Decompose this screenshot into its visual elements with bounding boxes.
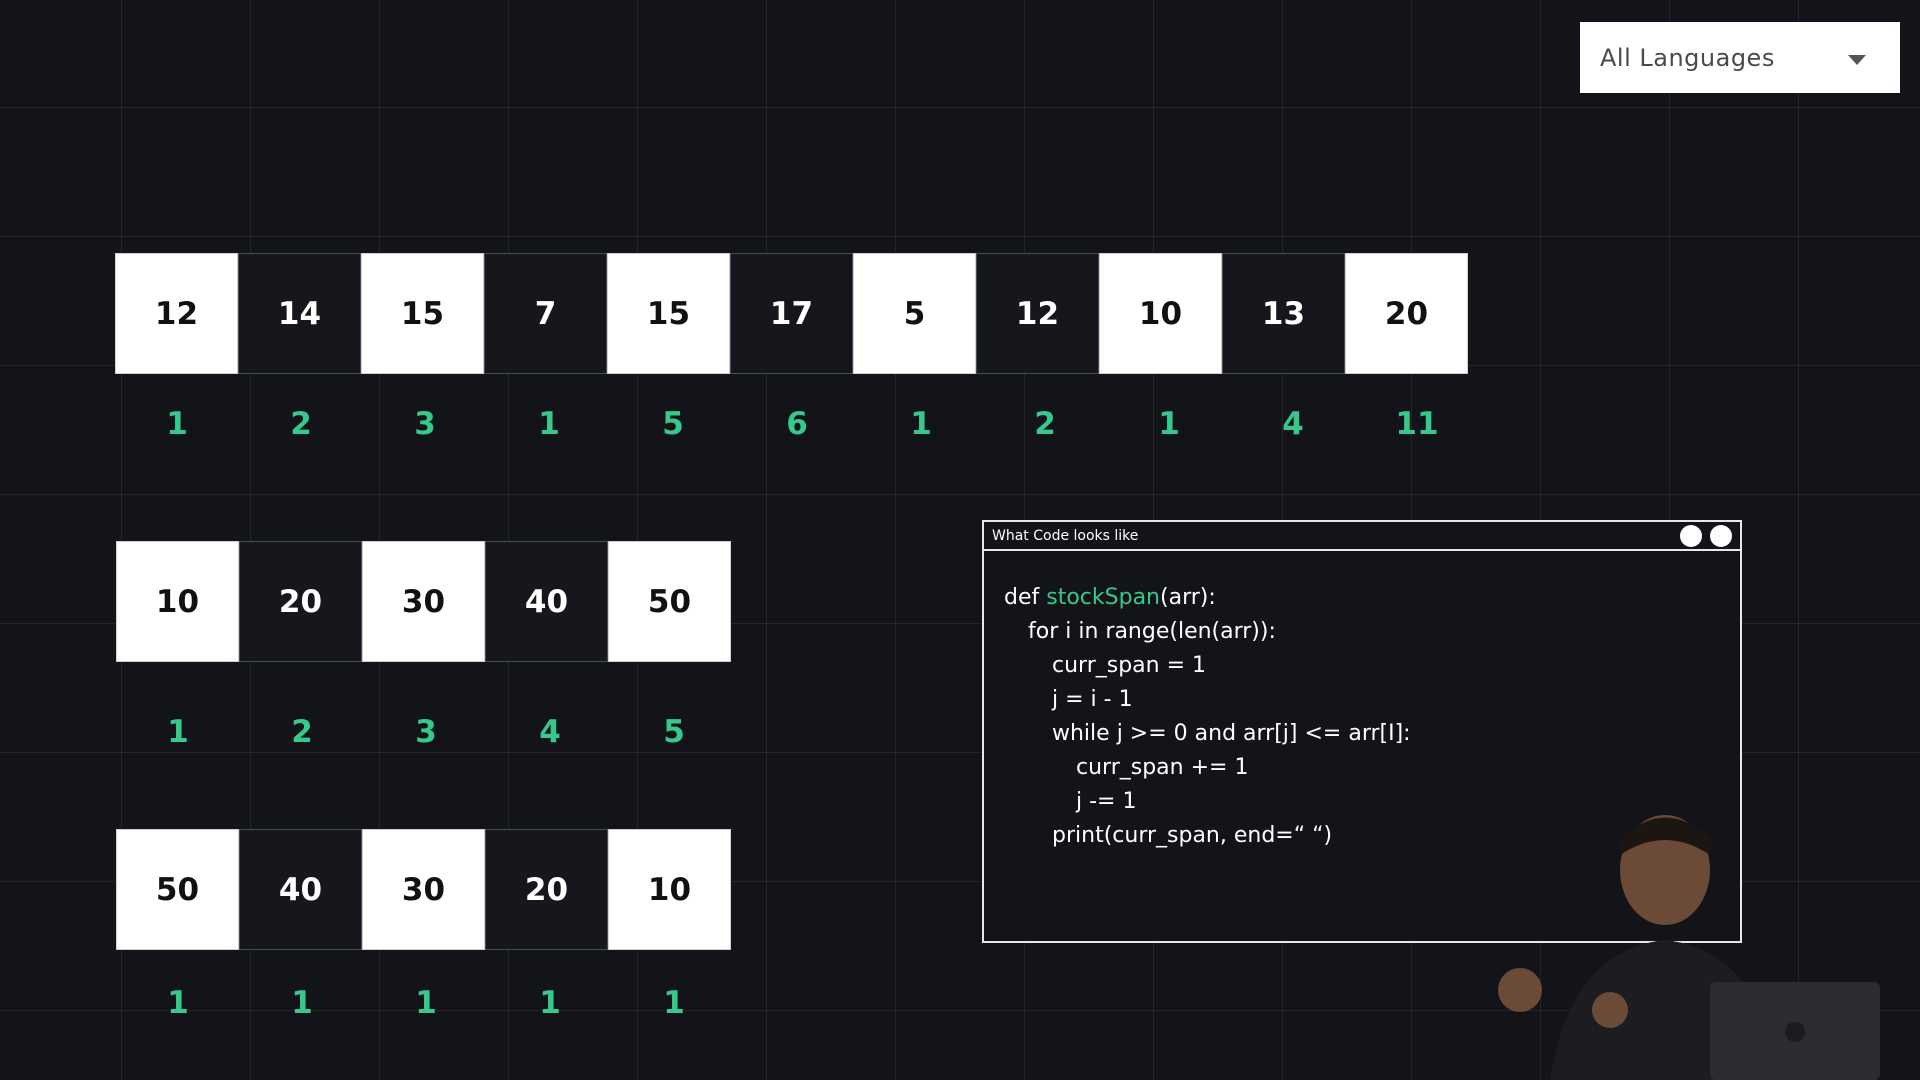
code-text: curr_span += 1: [1076, 755, 1248, 780]
array-cell: 40: [239, 829, 362, 950]
array-cell: 10: [1099, 253, 1222, 374]
code-text: while j >= 0 and arr[j] <= arr[I]:: [1052, 721, 1411, 746]
array-cell: 10: [608, 829, 731, 950]
code-window-titlebar: What Code looks like: [984, 522, 1740, 551]
code-line: curr_span = 1: [1004, 649, 1720, 683]
array-cell: 13: [1222, 253, 1345, 374]
array-cell: 40: [485, 541, 608, 662]
array-cell: 15: [361, 253, 484, 374]
array-cell: 10: [116, 541, 239, 662]
span-value: 1: [115, 406, 239, 442]
array-cell: 30: [362, 541, 485, 662]
span-value: 1: [1107, 406, 1231, 442]
span-value: 6: [735, 406, 859, 442]
span-value: 1: [116, 985, 240, 1021]
code-text: j = i - 1: [1052, 687, 1133, 712]
span-value: 2: [239, 406, 363, 442]
array-cell: 12: [115, 253, 238, 374]
code-line: j = i - 1: [1004, 683, 1720, 717]
code-line: while j >= 0 and arr[j] <= arr[I]:: [1004, 717, 1720, 751]
array-cell: 50: [116, 829, 239, 950]
array-cell: 17: [730, 253, 853, 374]
code-text: curr_span = 1: [1052, 653, 1206, 678]
code-line: def stockSpan(arr):: [1004, 581, 1720, 615]
code-text: j -= 1: [1076, 789, 1136, 814]
span-value: 3: [363, 406, 487, 442]
array-cell: 14: [238, 253, 361, 374]
code-line: curr_span += 1: [1004, 751, 1720, 785]
presenter-video: [1460, 800, 1880, 1080]
laptop: [1710, 982, 1880, 1080]
array-cell: 50: [608, 541, 731, 662]
span-value: 1: [116, 714, 240, 750]
span-value: 2: [240, 714, 364, 750]
function-name: stockSpan: [1046, 585, 1160, 610]
code-text: (arr):: [1160, 585, 1216, 610]
span-value: 11: [1355, 406, 1479, 442]
span-value: 5: [612, 714, 736, 750]
span-value: 4: [488, 714, 612, 750]
chevron-down-icon: [1848, 55, 1866, 65]
span-value: 1: [364, 985, 488, 1021]
code-text: print(curr_span, end=“ “): [1052, 823, 1332, 848]
span-value: 4: [1231, 406, 1355, 442]
span-value: 5: [611, 406, 735, 442]
span-value: 1: [859, 406, 983, 442]
window-control-dot[interactable]: [1710, 525, 1732, 547]
array-cell: 30: [362, 829, 485, 950]
code-line: for i in range(len(arr)):: [1004, 615, 1720, 649]
span-value: 3: [364, 714, 488, 750]
span-value: 1: [240, 985, 364, 1021]
array-cell: 20: [485, 829, 608, 950]
array-cell: 15: [607, 253, 730, 374]
language-select[interactable]: All Languages: [1580, 22, 1900, 93]
language-select-label: All Languages: [1600, 44, 1775, 72]
span-value: 2: [983, 406, 1107, 442]
code-text: for i in range(len(arr)):: [1028, 619, 1276, 644]
code-window-title: What Code looks like: [992, 528, 1138, 544]
array-cell: 5: [853, 253, 976, 374]
array-cell: 20: [239, 541, 362, 662]
span-value: 1: [488, 985, 612, 1021]
code-text: def: [1004, 585, 1046, 610]
array-cell: 20: [1345, 253, 1468, 374]
span-value: 1: [487, 406, 611, 442]
array-cell: 12: [976, 253, 1099, 374]
array-cell: 7: [484, 253, 607, 374]
span-value: 1: [612, 985, 736, 1021]
window-controls: [1680, 525, 1732, 547]
window-control-dot[interactable]: [1680, 525, 1702, 547]
